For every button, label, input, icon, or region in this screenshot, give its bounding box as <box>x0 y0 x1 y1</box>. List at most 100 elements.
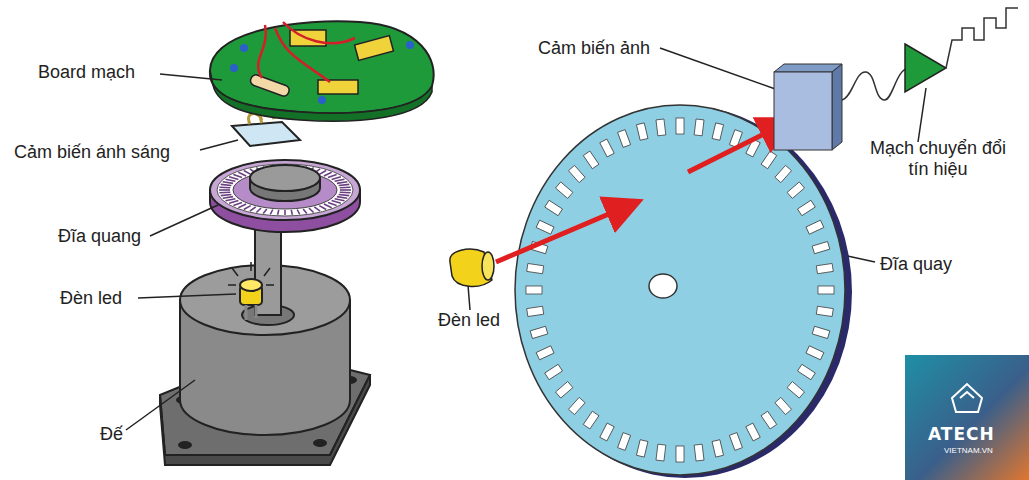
disc-slot <box>328 203 337 206</box>
disc-slot <box>314 207 320 211</box>
chip <box>318 80 358 94</box>
disc-slots <box>219 165 351 215</box>
board-pin <box>240 44 248 52</box>
center-hole <box>649 274 677 298</box>
mount-hole <box>178 441 192 449</box>
led-lens <box>482 252 494 280</box>
disc-slot <box>335 199 345 201</box>
part-label: Cảm biến ánh sáng <box>14 142 170 163</box>
disc-slot <box>233 174 242 177</box>
leader-line <box>160 74 222 80</box>
disc-slot <box>324 204 332 208</box>
disc-slot <box>250 207 256 211</box>
disc-slot <box>787 382 804 399</box>
disc-slot <box>618 130 631 148</box>
disc-slot <box>263 209 267 214</box>
disc-slot <box>339 195 350 196</box>
disc-slot <box>244 171 251 175</box>
sensor-top <box>774 64 842 72</box>
analog-wave <box>842 68 908 100</box>
board-pin <box>230 64 238 72</box>
light-sensor <box>232 122 300 146</box>
disc-slot <box>536 346 554 360</box>
mount-hole <box>313 439 327 447</box>
leader-line <box>660 48 778 90</box>
disc-slot <box>270 210 273 215</box>
disc-slot <box>223 197 233 199</box>
disc-slot <box>806 220 824 234</box>
light-beam <box>688 124 784 172</box>
part-label: Đèn led <box>60 288 122 309</box>
image-sensor <box>774 72 832 150</box>
disc-slot <box>636 123 647 140</box>
disc-slot <box>284 210 286 215</box>
disc-slot <box>568 165 585 182</box>
part-label: Cảm biến ảnh <box>538 38 650 59</box>
board-pin <box>318 96 326 104</box>
disc-slot <box>526 286 542 294</box>
disc-slot <box>787 182 804 199</box>
disc-slot <box>223 182 233 184</box>
disc-slot <box>583 411 599 429</box>
part-label: Đĩa quay <box>880 254 952 275</box>
disc-slot <box>798 200 816 215</box>
disc-slot <box>812 241 830 253</box>
disc-slot <box>600 423 614 441</box>
disc-slot <box>694 444 704 461</box>
disc-slot <box>818 286 834 294</box>
disc-slot <box>530 326 548 338</box>
wires <box>258 22 355 82</box>
leader-line <box>468 285 470 310</box>
disc-slot <box>219 189 230 191</box>
watermark: ATECH <box>928 424 995 444</box>
disc-slot <box>600 139 614 157</box>
led-legs <box>246 305 256 320</box>
disc-slot <box>806 346 824 360</box>
disc-slot <box>798 364 816 379</box>
disc-slot <box>340 189 351 191</box>
leader-line <box>126 380 195 430</box>
disc-slot <box>712 123 723 140</box>
disc-slot <box>812 326 830 338</box>
encoder-exploded <box>160 21 434 465</box>
disc-slot <box>219 191 230 193</box>
disc-slot <box>816 263 833 273</box>
disc-slot <box>319 206 326 210</box>
hub <box>250 165 320 191</box>
disc-slot <box>656 444 666 461</box>
disc-slot <box>527 306 544 316</box>
disc-slot <box>332 177 341 180</box>
disc-slot <box>226 179 236 181</box>
logo-box <box>905 355 1029 480</box>
disc-slot <box>297 210 300 215</box>
circuit-board <box>210 21 434 113</box>
part-label: Đế <box>100 424 123 445</box>
disc-slot <box>335 179 345 181</box>
disc-slot <box>229 201 238 204</box>
disc-slot <box>636 440 647 457</box>
disc-slot <box>694 119 704 136</box>
disc-slot <box>291 210 292 215</box>
disc-slot <box>337 197 347 199</box>
light-beam <box>496 205 630 262</box>
digital-pulse <box>946 8 1018 68</box>
disc-slot <box>746 423 760 441</box>
disc-slot <box>332 201 341 204</box>
disc-slot <box>583 151 599 169</box>
disc-slot <box>221 184 232 185</box>
sensor-side <box>832 64 842 150</box>
disc-slot <box>712 440 723 457</box>
disc-slot <box>656 119 666 136</box>
disc-slot <box>527 263 544 273</box>
disc-slot <box>761 151 777 169</box>
disc-ring <box>217 164 353 216</box>
disc-slot <box>556 382 573 399</box>
disc-slot <box>244 206 251 210</box>
leader-line <box>150 205 218 236</box>
board-pin <box>406 41 414 49</box>
disc-slot <box>238 204 246 208</box>
disc-slots <box>526 118 834 462</box>
disc-slot <box>233 203 242 206</box>
